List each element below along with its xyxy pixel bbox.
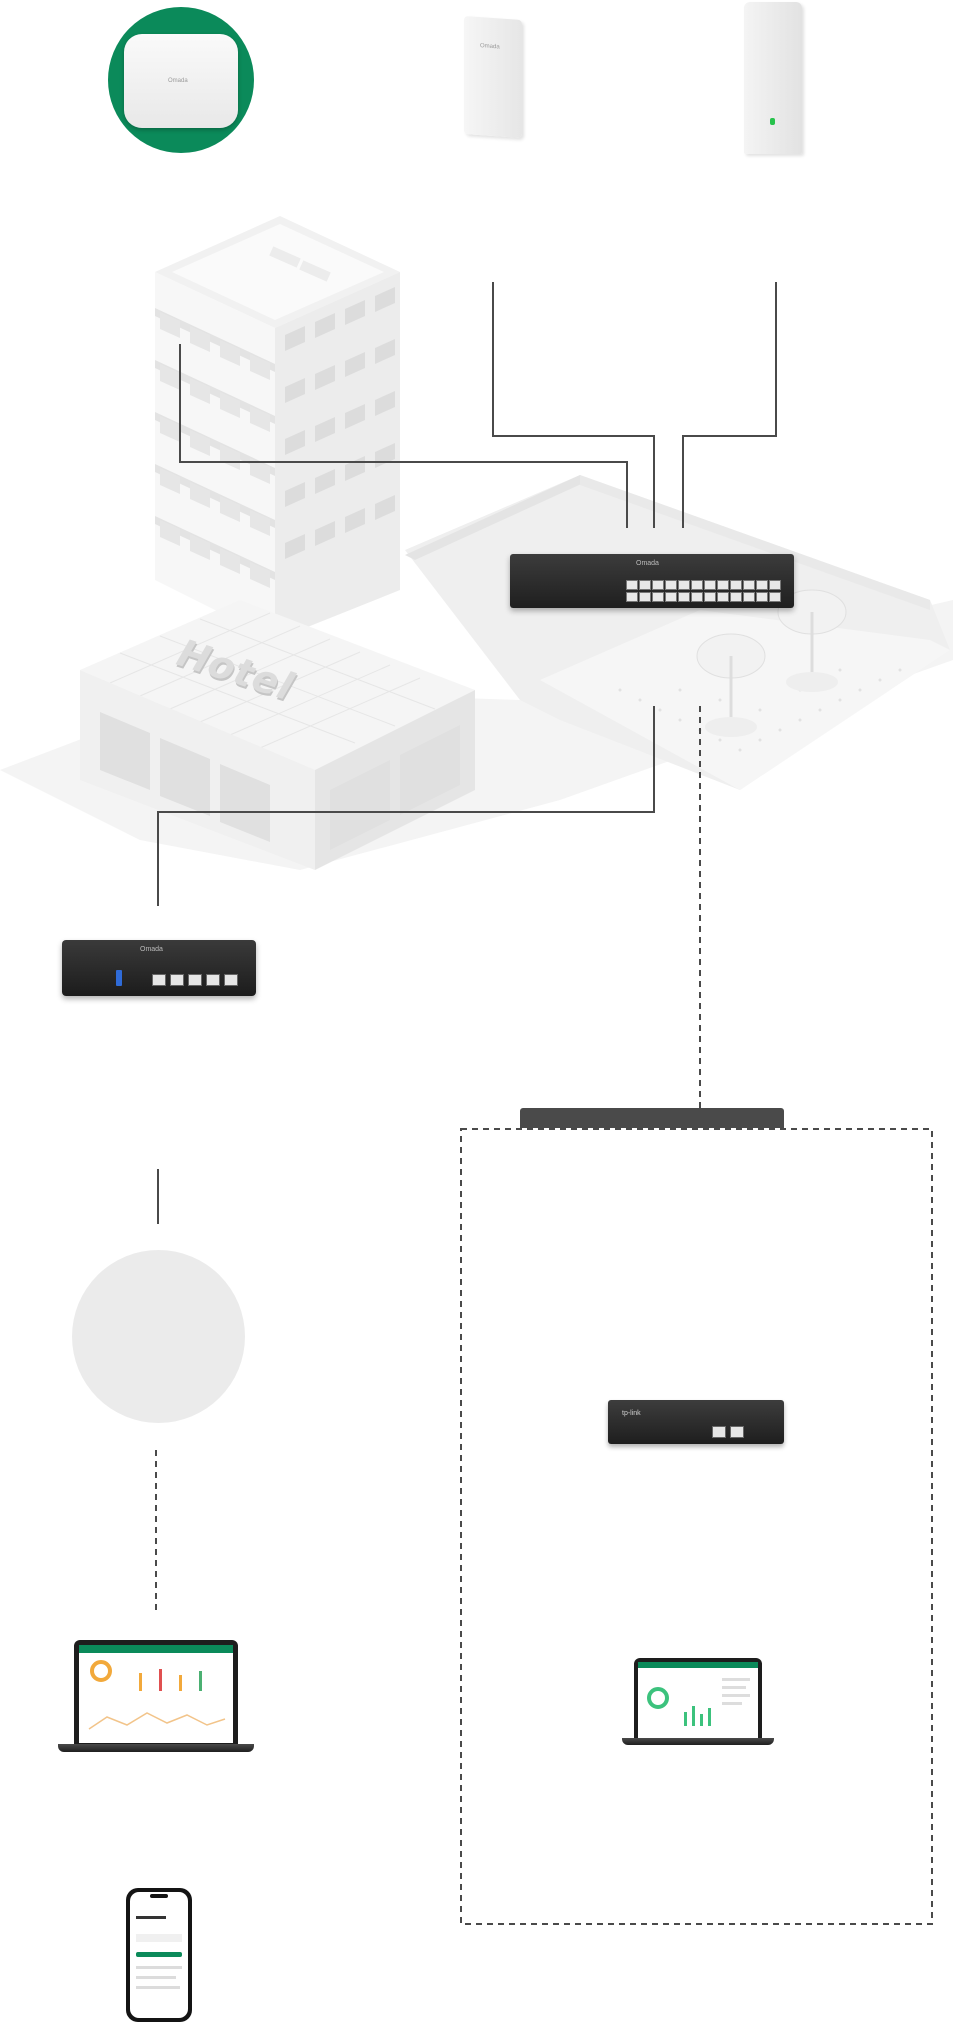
switch-port-icon xyxy=(665,580,677,590)
phone-notch-icon xyxy=(150,1894,168,1898)
switch-port-icon xyxy=(665,592,677,602)
dashboard-screen xyxy=(638,1662,758,1738)
switch-port-icon xyxy=(730,580,742,590)
ethernet-port-icon xyxy=(152,974,166,986)
ethernet-port-icon xyxy=(730,1426,744,1438)
lobby-roof xyxy=(80,600,475,770)
mobile-app-phone[interactable] xyxy=(126,1888,192,2022)
dashboard-screen xyxy=(79,1645,233,1743)
switch-port-icon xyxy=(769,592,781,602)
router-brand: Omada xyxy=(140,946,163,953)
cloud-management-laptop[interactable] xyxy=(58,1640,254,1756)
line-outdoor-ap-to-switch xyxy=(682,282,777,528)
switch-port-icon xyxy=(756,580,768,590)
poe-switch[interactable]: Omada xyxy=(510,554,794,1128)
ceiling-access-point[interactable]: Omada xyxy=(124,34,238,128)
switch-port-icon xyxy=(704,580,716,590)
tower-left-face xyxy=(155,272,275,640)
dashboard-charts xyxy=(647,1678,750,1726)
local-controller-box xyxy=(460,1128,933,1925)
switch-port-icon xyxy=(769,580,781,590)
pool-umbrellas xyxy=(696,589,847,737)
switch-port-icon xyxy=(691,592,703,602)
switch-port-icon xyxy=(626,580,638,590)
switch-brand: Omada xyxy=(636,560,659,567)
switch-port-icon xyxy=(743,592,755,602)
ceiling-ap-brand: Omada xyxy=(168,78,188,84)
switch-port-icon xyxy=(626,592,638,602)
switch-port-icon xyxy=(704,592,716,602)
ethernet-port-icon xyxy=(206,974,220,986)
dashboard-charts xyxy=(88,1660,226,1730)
patio xyxy=(540,610,950,790)
tower-right-face xyxy=(275,272,400,640)
switch-port-icon xyxy=(678,592,690,602)
switch-port-icon xyxy=(678,580,690,590)
switch-port-icon xyxy=(756,592,768,602)
switch-port-icon xyxy=(730,592,742,602)
switch-port-icon xyxy=(743,580,755,590)
line-wall-ap-to-switch xyxy=(492,282,655,528)
switch-port-icon xyxy=(717,592,729,602)
usb-port-icon xyxy=(116,970,122,986)
wall-plate-access-point[interactable]: Omada xyxy=(464,15,522,139)
mobile-app-screen xyxy=(130,1892,188,2018)
ethernet-port-icon xyxy=(712,1426,726,1438)
line-ceiling-ap-to-switch xyxy=(179,344,628,528)
cloud-circle xyxy=(72,1250,245,1423)
switch-port-icon xyxy=(691,580,703,590)
ethernet-port-icon xyxy=(224,974,238,986)
status-led-icon xyxy=(770,118,775,125)
switch-port-icon xyxy=(652,592,664,602)
local-management-laptop[interactable] xyxy=(622,1658,774,1748)
outdoor-access-point[interactable] xyxy=(744,2,802,154)
line-switch-to-router xyxy=(157,706,655,906)
switch-port-icon xyxy=(717,580,729,590)
switch-port-icon xyxy=(639,580,651,590)
hardware-controller[interactable]: tp-link xyxy=(608,1400,784,1444)
switch-port-icon xyxy=(652,580,664,590)
ethernet-port-icon xyxy=(188,974,202,986)
controller-brand: tp-link xyxy=(622,1410,641,1417)
ethernet-port-icon xyxy=(170,974,184,986)
gateway-router[interactable]: Omada xyxy=(62,940,256,996)
wall-ap-brand: Omada xyxy=(480,43,500,51)
switch-port-icon xyxy=(639,592,651,602)
